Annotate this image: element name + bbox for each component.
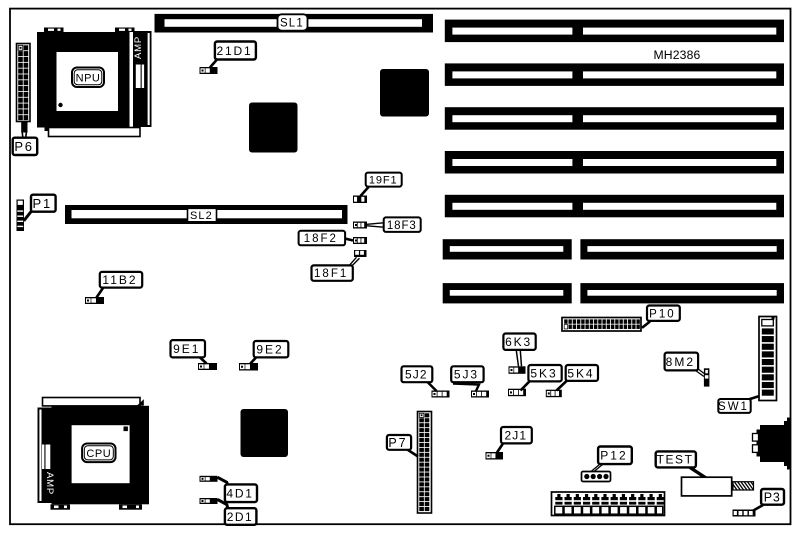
svg-text:P10: P10 <box>649 308 675 320</box>
svg-text:11B2: 11B2 <box>102 273 137 287</box>
svg-text:6K3: 6K3 <box>505 335 532 349</box>
svg-text:P12: P12 <box>600 449 627 463</box>
svg-text:AMP: AMP <box>133 36 144 59</box>
svg-text:AMP: AMP <box>44 472 55 495</box>
svg-text:9E1: 9E1 <box>173 342 200 356</box>
svg-text:8M2: 8M2 <box>666 355 695 369</box>
svg-text:21D1: 21D1 <box>217 44 253 58</box>
svg-text:TEST: TEST <box>657 453 694 467</box>
svg-text:P3: P3 <box>764 490 781 504</box>
svg-text:5J2: 5J2 <box>405 368 428 382</box>
svg-text:NPU: NPU <box>76 73 101 85</box>
svg-text:18F3: 18F3 <box>387 220 417 232</box>
svg-text:P1: P1 <box>33 196 53 211</box>
svg-text:5J3: 5J3 <box>454 368 479 382</box>
svg-text:P6: P6 <box>14 139 33 154</box>
svg-text:19F1: 19F1 <box>369 175 398 187</box>
svg-text:4D1: 4D1 <box>226 487 253 501</box>
svg-text:9E2: 9E2 <box>256 343 283 357</box>
svg-text:2J1: 2J1 <box>504 429 527 443</box>
svg-text:SL2: SL2 <box>190 210 213 222</box>
svg-text:SL1: SL1 <box>280 18 304 30</box>
svg-text:2D1: 2D1 <box>227 510 253 524</box>
svg-text:5K3: 5K3 <box>530 367 557 381</box>
svg-text:CPU: CPU <box>86 448 111 460</box>
svg-text:P7: P7 <box>388 436 407 450</box>
svg-text:SW1: SW1 <box>718 401 749 413</box>
svg-text:5K4: 5K4 <box>567 366 594 380</box>
svg-text:18F1: 18F1 <box>314 268 348 280</box>
svg-text:18F2: 18F2 <box>304 233 338 245</box>
svg-text:MH2386: MH2386 <box>654 48 701 62</box>
